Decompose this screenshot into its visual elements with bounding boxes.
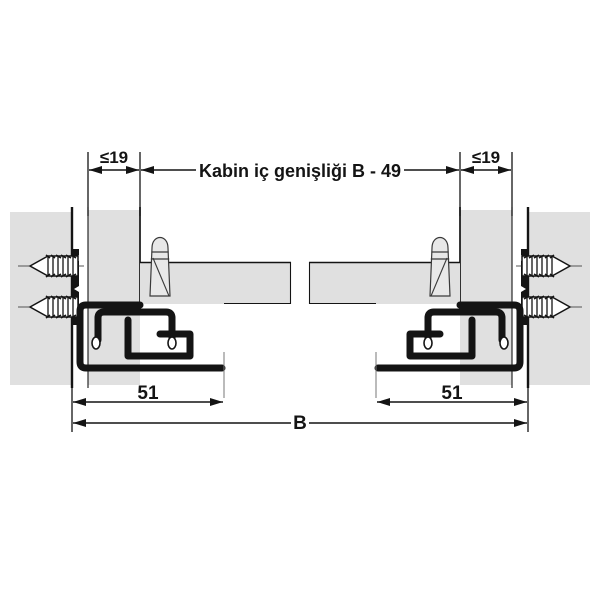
right-mounting-screw-upper: [516, 254, 582, 278]
dim-label-right-clearance: ≤19: [472, 148, 500, 167]
dim-label-cabinet-inner-width: Kabin iç genişliği B - 49: [199, 161, 401, 181]
left-bearing-cavity-outer: [91, 336, 101, 350]
dim-label-right-rail-offset: 51: [441, 383, 463, 404]
right-bearing-cavity-outer: [499, 336, 509, 350]
left-assembly: [10, 207, 292, 398]
right-rail-profile: [374, 301, 524, 372]
top-dimension-group: ≤19 Kabin iç genişliği B - 49 ≤19: [87, 148, 513, 216]
left-rail-profile: [76, 301, 226, 372]
right-dowel-pin: [429, 236, 451, 297]
right-assembly: [308, 207, 590, 398]
bottom-dimension-group: 51 51 B: [71, 383, 529, 434]
right-mounting-screw-lower: [516, 295, 582, 319]
dim-label-left-clearance: ≤19: [100, 148, 128, 167]
left-mounting-screw-upper: [18, 254, 84, 278]
right-bearing-cavity-inner: [423, 336, 433, 350]
left-bearing-cavity-inner: [167, 336, 177, 350]
dim-label-left-rail-offset: 51: [137, 383, 159, 404]
left-dowel-pin: [149, 236, 171, 297]
dim-label-overall-width: B: [293, 413, 307, 434]
